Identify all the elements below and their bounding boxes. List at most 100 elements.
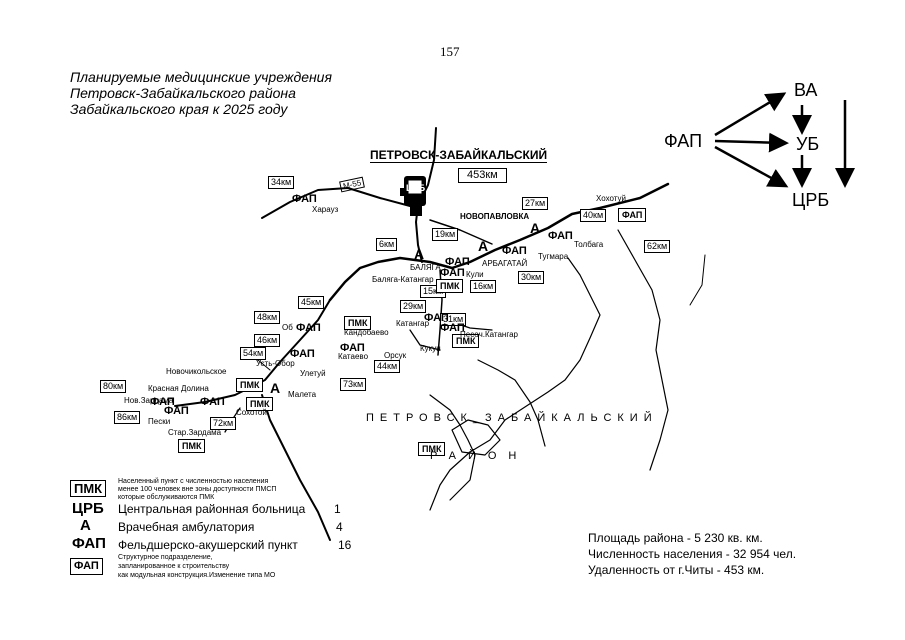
distance-box: 40км [580, 209, 607, 222]
fap-marker: ФАП [200, 396, 225, 408]
legend-fap-symbol: ФАП [72, 535, 106, 552]
distance-box: 30км [518, 271, 545, 284]
distance-box: 54км [240, 347, 267, 360]
distance-box: 80км [100, 380, 127, 393]
place-label: Красная Долина [148, 384, 209, 393]
fap-marker: ФАП [440, 322, 465, 334]
legend-a-text: Врачебная амбулатория [118, 520, 255, 534]
stat-distance: Удаленность от г.Читы - 453 км. [588, 563, 765, 577]
place-label: Пески [148, 417, 171, 426]
distance-box: 27км [522, 197, 549, 210]
place-label: БАЛЯГА [410, 263, 441, 272]
legend-fap-count: 16 [338, 538, 352, 552]
distance-box: 34км [268, 176, 295, 189]
distance-box: 45км [298, 296, 325, 309]
distance-box: 86км [114, 411, 141, 424]
river-south [429, 394, 476, 501]
ambulatory-marker: А [530, 220, 541, 236]
map-title-line-1: Планируемые медицинские учреждения [70, 69, 332, 85]
district-name: ПЕТРОВСК_ЗАБАЙКАЛЬСКИЙ [366, 412, 658, 424]
legend-crb-text: Центральная районная больница [118, 502, 306, 516]
distance-box: 72км [210, 417, 237, 430]
place-label: Баляга-Катангар [372, 275, 434, 284]
fap-marker: ФАП [445, 256, 470, 268]
road-novopavlovka [429, 219, 493, 245]
legend-crb-symbol: ЦРБ [72, 500, 104, 517]
legend-pmk-text-3: которые обслуживаются ПМК [118, 494, 215, 501]
distance-box: 29км [400, 300, 427, 313]
place-label: Об [282, 323, 293, 332]
diagram-crb: ЦРБ [792, 190, 830, 210]
distance-box: 48км [254, 311, 281, 324]
fap-marker: ФАП [150, 396, 175, 408]
river-southeast [689, 254, 706, 306]
river-east [617, 229, 669, 471]
legend-a-symbol: А [80, 517, 91, 534]
diagram-fap: ФАП [664, 131, 703, 151]
river-branch [477, 359, 546, 447]
pmk-marker: ПМК [418, 442, 446, 456]
stat-population: Численность населения - 32 954 чел. [588, 547, 797, 561]
fap-marker: ФАП [296, 322, 321, 334]
distance-box: 46км [254, 334, 281, 347]
place-label: Малета [288, 390, 317, 399]
fap-marker: ФАП [548, 230, 573, 242]
place-label: АРБАГАТАЙ [482, 259, 528, 268]
river-khilok [429, 257, 601, 511]
place-label: Орсук [384, 351, 407, 360]
city-label: ПЕТРОВСК-ЗАБАЙКАЛЬСКИЙ [370, 148, 548, 163]
legend-pmk-text-1: Населенный пункт с численностью населени… [118, 478, 269, 485]
fap-marker: ФАП [164, 405, 189, 417]
pmk-marker: ПМК [246, 397, 274, 411]
legend-pmk-symbol: ПМК [70, 480, 107, 497]
place-label: Кули [466, 270, 484, 279]
place-label: Харауз [312, 205, 339, 214]
fap-marker: ФАП [290, 348, 315, 360]
pmk-marker: ПМК [344, 316, 372, 330]
distance-box: 6км [376, 238, 398, 251]
place-label: Нов.Зардама [124, 396, 174, 405]
pmk-marker: ПМК [452, 334, 480, 348]
place-label: Улетуй [300, 369, 326, 378]
place-label: Катаево [338, 352, 369, 361]
map-title-line-2: Петровск-Забайкальского района [70, 85, 296, 101]
distance-box: 453км [458, 168, 507, 183]
legend-planned-text-3: как модульная конструкция.Изменение типа… [118, 572, 276, 579]
place-label: Толбага [574, 240, 604, 249]
diagram-ub: УБ [796, 134, 820, 154]
road-maleta [261, 394, 331, 541]
legend-crb-count: 1 [334, 502, 341, 516]
page-number: 157 [440, 44, 460, 59]
legend-planned-text-1: Структурное подразделение, [118, 554, 213, 561]
fap-marker: ФАП [502, 245, 527, 257]
diagram-va: ВА [794, 80, 818, 100]
distance-box: 19км [432, 228, 459, 241]
pmk-marker: ПМК [236, 378, 264, 392]
distance-box: 16км [470, 280, 497, 293]
distance-box: 73км [340, 378, 367, 391]
legend-pmk-text-2: менее 100 человек вне зоны доступности П… [118, 486, 277, 493]
fap-marker: ФАП [292, 193, 317, 205]
place-label: Сохотой [236, 408, 267, 417]
place-label: Стар.Зардама [168, 428, 222, 437]
legend-fap-text: Фельдшерско-акушерский пункт [118, 538, 298, 552]
fap-marker: ФАП [340, 342, 365, 354]
ambulatory-marker: А [270, 380, 281, 396]
distance-box: 44км [374, 360, 401, 373]
place-label: НОВОПАВЛОВКА [460, 212, 530, 221]
place-label: Хохотуй [596, 194, 627, 203]
distance-box: 62км [644, 240, 671, 253]
planned-fap-marker: ФАП [618, 208, 647, 222]
pmk-marker: ПМК [178, 439, 206, 453]
road-kharauz [261, 187, 411, 219]
map-title-line-3: Забайкальского края к 2025 году [70, 101, 288, 117]
fap-marker: ФАП [440, 267, 465, 279]
ambulatory-marker: А [414, 246, 425, 262]
legend-planned-fap-symbol: ФАП [70, 558, 103, 575]
hierarchy-diagram [714, 92, 855, 188]
crb-marker: ЦРБ [406, 183, 426, 193]
place-label: Тугмара [538, 252, 569, 261]
pmk-marker: ПМК [436, 279, 464, 293]
place-label: Усть-Обор [256, 359, 295, 368]
road-pmk-link [409, 329, 441, 351]
